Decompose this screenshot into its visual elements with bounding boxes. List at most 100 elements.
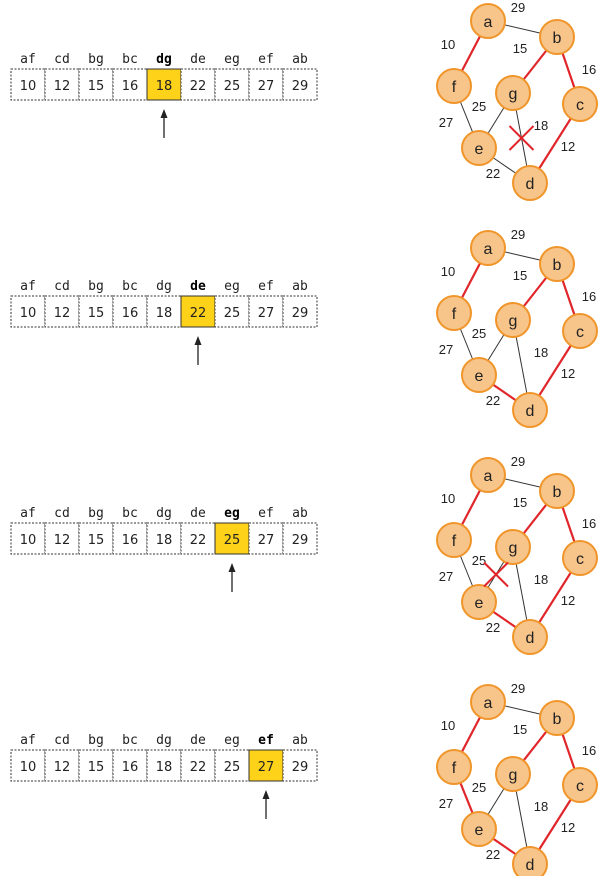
array-cell — [10, 749, 46, 782]
edge-header-de: de — [190, 52, 206, 67]
node-label: d — [526, 630, 535, 647]
weight-value: 15 — [88, 533, 105, 548]
array-cell — [112, 295, 148, 328]
edge-header-dg: dg — [156, 279, 172, 294]
array-cell — [78, 749, 114, 782]
edge-header-ab: ab — [292, 279, 308, 294]
node-label: e — [475, 822, 484, 839]
array-cell — [112, 68, 148, 101]
node-circle — [436, 749, 472, 785]
node-circle — [539, 700, 575, 736]
current-pointer-arrow — [262, 790, 270, 819]
node-circle — [512, 392, 548, 428]
node-a: a — [470, 3, 506, 39]
node-circle — [436, 522, 472, 558]
edge-weight-ge: 25 — [472, 780, 486, 795]
edge-header-af: af — [20, 506, 36, 521]
node-e: e — [461, 811, 497, 847]
node-d: d — [512, 846, 548, 876]
node-label: e — [475, 595, 484, 612]
edge-weight-ed: 22 — [486, 393, 500, 408]
edge-header-bg: bg — [88, 733, 104, 748]
node-b: b — [539, 246, 575, 282]
edge-header-eg: eg — [224, 733, 240, 748]
edge-weight-cd: 12 — [561, 820, 575, 835]
node-d: d — [512, 165, 548, 201]
edge-weight-ab: 29 — [511, 454, 525, 469]
edge-weight-fe: 27 — [439, 115, 453, 130]
weight-value: 18 — [156, 533, 173, 548]
edge-weight-bc: 16 — [582, 62, 596, 77]
node-circle — [436, 68, 472, 104]
current-cell — [214, 522, 250, 555]
node-c: c — [562, 540, 598, 576]
edge-weight-bg: 15 — [513, 495, 527, 510]
edge-header-bg: bg — [88, 279, 104, 294]
node-circle — [470, 684, 506, 720]
edge-header-cd: cd — [54, 52, 70, 67]
node-circle — [562, 313, 598, 349]
weight-value: 16 — [122, 533, 139, 548]
edge-header-cd: cd — [54, 506, 70, 521]
current-cell — [180, 295, 216, 328]
weight-value: 12 — [54, 79, 71, 94]
weight-value: 10 — [20, 533, 37, 548]
node-label: g — [509, 767, 518, 784]
weight-value: 16 — [122, 79, 139, 94]
array-cell — [44, 522, 80, 555]
weight-value: 25 — [224, 760, 241, 775]
edge-header-dg: dg — [156, 733, 172, 748]
weight-value: 12 — [54, 760, 71, 775]
node-label: f — [452, 760, 457, 777]
edge-weight-ed: 22 — [486, 620, 500, 635]
node-label: g — [509, 313, 518, 330]
array-cell — [180, 749, 216, 782]
node-circle — [470, 230, 506, 266]
weight-value: 22 — [190, 533, 207, 548]
node-circle — [470, 3, 506, 39]
weight-value: 10 — [20, 760, 37, 775]
weight-value: 16 — [122, 760, 139, 775]
weight-value: 15 — [88, 79, 105, 94]
edge-weight-ge: 25 — [472, 99, 486, 114]
node-label: c — [576, 324, 584, 341]
node-circle — [495, 75, 531, 111]
array-cell — [78, 68, 114, 101]
edge-weight-gd: 18 — [534, 572, 548, 587]
node-d: d — [512, 392, 548, 428]
weight-value: 22 — [190, 760, 207, 775]
weight-value: 18 — [156, 760, 173, 775]
weight-value: 15 — [88, 306, 105, 321]
node-label: c — [576, 97, 584, 114]
node-circle — [562, 540, 598, 576]
node-label: d — [526, 857, 535, 874]
edge-weight-ge: 25 — [472, 326, 486, 341]
node-label: f — [452, 533, 457, 550]
array-cell — [44, 295, 80, 328]
node-label: f — [452, 306, 457, 323]
node-label: c — [576, 778, 584, 795]
node-circle — [470, 457, 506, 493]
edge-header-ef: ef — [258, 733, 274, 748]
weight-value: 15 — [88, 760, 105, 775]
edge-weight-af: 10 — [441, 264, 455, 279]
edge-weight-bg: 15 — [513, 722, 527, 737]
weight-value: 12 — [54, 306, 71, 321]
edge-header-dg: dg — [156, 52, 172, 67]
array-cell — [282, 295, 318, 328]
array-cell — [146, 749, 182, 782]
node-label: e — [475, 141, 484, 158]
weight-value: 27 — [258, 760, 275, 775]
array-cell — [146, 295, 182, 328]
node-a: a — [470, 230, 506, 266]
weight-value: 18 — [156, 79, 173, 94]
array-cell — [214, 295, 250, 328]
edge-header-ab: ab — [292, 506, 308, 521]
node-label: a — [484, 695, 493, 712]
